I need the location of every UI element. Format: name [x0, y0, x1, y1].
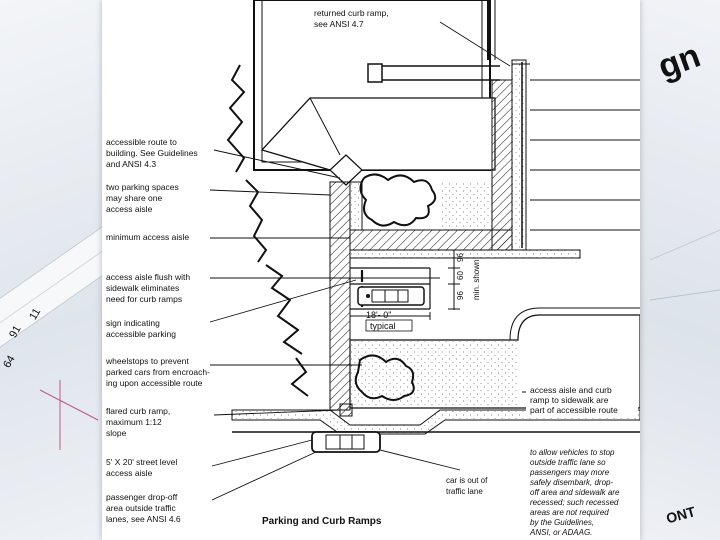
callout-sign: sign indicating accessible parking	[106, 318, 176, 339]
fence-line	[512, 62, 640, 248]
callout-returned-curb-ramp: returned curb ramp, see ANSI 4.7	[314, 8, 391, 29]
callout-route-line-3: and ANSI 4.3	[106, 159, 156, 169]
ruler-number-1: 91	[7, 324, 24, 341]
dimension-typical: typical	[370, 321, 396, 331]
callout-min-aisle: minimum access aisle	[106, 232, 189, 242]
callout-two-line-3: access aisle	[106, 204, 153, 214]
callout-street-level: 5' X 20' street level access aisle	[106, 457, 180, 478]
callout-note-line-6: recessed; such recessed	[530, 498, 619, 507]
callout-traffic-note: to allow vehicles to stop outside traffi…	[529, 448, 622, 537]
callout-returned-line-2: see ANSI 4.7	[314, 19, 364, 29]
callout-flush-line-2: sidewalk eliminates	[106, 283, 179, 293]
callout-flared-line-2: maximum 1:12	[106, 417, 162, 427]
callout-returned-line-1: returned curb ramp,	[314, 8, 389, 18]
callout-flush-line-1: access aisle flush with	[106, 272, 190, 282]
callout-note-line-3: passengers may more	[529, 468, 610, 477]
callout-two-spaces: two parking spaces may share one access …	[106, 182, 181, 214]
callout-dropoff-line-3: lanes, see ANSI 4.6	[106, 514, 181, 524]
background-ruler: 91 11 64	[0, 200, 102, 450]
background-lower-text: ONT	[664, 503, 697, 526]
diagram-caption: Parking and Curb Ramps	[262, 516, 382, 527]
parking-stalls	[350, 267, 431, 310]
callout-note-line-5: off area and sidewalk are	[530, 488, 620, 497]
callout-dropoff: passenger drop-off area outside traffic …	[106, 492, 181, 524]
callout-part-line-2: ramp to sidewalk are	[530, 395, 609, 405]
callout-sign-line-1: sign indicating	[106, 318, 160, 328]
callout-dropoff-line-2: area outside traffic	[106, 503, 177, 513]
callout-part-line-3: part of accessible route	[530, 405, 618, 415]
callout-street-line-2: access aisle	[106, 468, 153, 478]
dropoff-car	[311, 431, 381, 453]
background-corner: gn ONT	[649, 36, 720, 526]
callout-wheel-line-1: wheelstops to prevent	[105, 356, 189, 366]
callout-aisle-part: access aisle and curb ramp to sidewalk a…	[530, 385, 618, 415]
dimension-typical-box	[365, 319, 413, 332]
ruler-number-2: 11	[27, 306, 43, 322]
callout-route-line-1: accessible route to	[106, 137, 177, 147]
callout-note-line-8: by the Guidelines,	[530, 518, 594, 527]
ruler-number-3: 64	[1, 354, 18, 371]
callout-aisle-flush: access aisle flush with sidewalk elimina…	[106, 272, 192, 304]
callout-route-line-2: building. See Guidelines	[106, 148, 198, 158]
parked-car	[357, 286, 425, 306]
label-bg-aisle-part	[526, 384, 638, 418]
callout-two-line-2: may share one	[106, 193, 162, 203]
callout-note-line-1: to allow vehicles to stop	[530, 448, 615, 457]
callout-car-line-2: traffic lane	[446, 487, 483, 496]
callout-note-line-4: safely disembark, drop-	[530, 478, 613, 487]
callout-car-line-1: car is out of	[446, 476, 488, 485]
parking-diagram: 96 60 96 min. shown 18'- 0" typical retu…	[105, 0, 640, 537]
callout-two-line-1: two parking spaces	[106, 182, 179, 192]
callout-wheel-line-2: parked cars from encroach-	[106, 367, 210, 377]
label-bg-returned	[308, 6, 438, 30]
callout-car-out: car is out of traffic lane	[446, 476, 490, 496]
callout-part-line-1: access aisle and curb	[530, 385, 612, 395]
callout-flush-line-3: need for curb ramps	[106, 294, 182, 304]
dimension-lines	[349, 249, 460, 320]
callout-wheel-line-3: ing upon accessible route	[106, 378, 203, 388]
callout-dropoff-line-1: passenger drop-off	[106, 492, 178, 502]
callout-flared-line-3: slope	[106, 428, 127, 438]
dimension-96-top: 96	[456, 253, 465, 262]
callout-min-line-1: minimum access aisle	[106, 232, 189, 242]
callout-flared-ramp: flared curb ramp, maximum 1:12 slope	[106, 406, 173, 438]
dimension-60: 60	[456, 271, 465, 280]
callout-street-line-1: 5' X 20' street level	[106, 457, 177, 467]
drawing-sheet: 96 60 96 min. shown 18'- 0" typical retu…	[102, 0, 640, 540]
background-right: gn ONT	[640, 0, 720, 540]
callout-flared-line-1: flared curb ramp,	[106, 406, 170, 416]
callout-accessible-route: accessible route to building. See Guidel…	[106, 137, 200, 169]
callout-note-line-9: ANSI, or ADAAG.	[529, 528, 592, 537]
callout-note-line-7: areas are not required	[530, 508, 609, 517]
callout-wheelstops: wheelstops to prevent parked cars from e…	[105, 356, 212, 388]
leader-lines	[209, 21, 600, 501]
dimension-min-shown: min. shown	[472, 260, 481, 300]
callout-note-line-2: outside traffic lane so	[530, 458, 606, 467]
dimension-width: 18'- 0"	[366, 310, 391, 320]
callout-sign-line-2: accessible parking	[106, 329, 176, 339]
background-corner-text: gn	[653, 36, 705, 86]
background-left: 91 11 64	[0, 0, 102, 540]
dimension-96-bottom: 96	[456, 291, 465, 300]
